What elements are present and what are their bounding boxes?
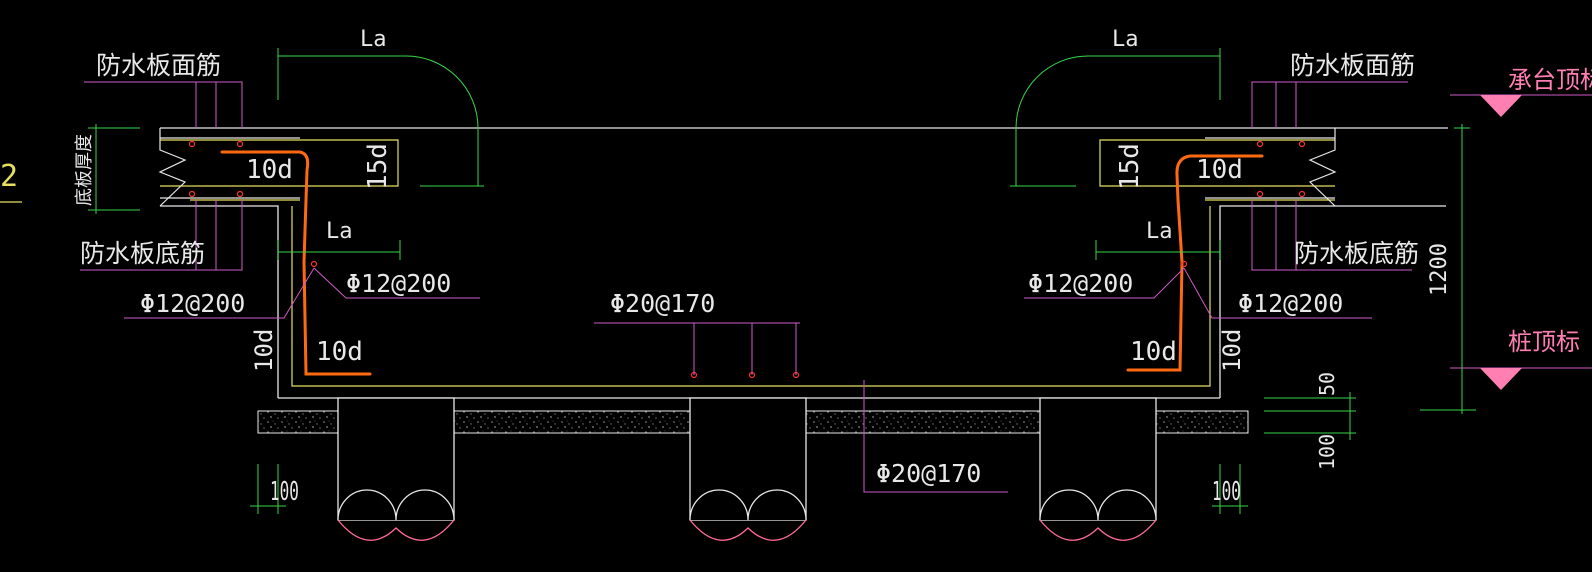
- slab-thickness-label: 底板厚度: [74, 134, 95, 206]
- face-rebar-label-right: 防水板面筋: [1290, 51, 1415, 80]
- side-rebar-label-right-lower: Φ12@200: [1238, 289, 1343, 318]
- dim-50: 50: [1315, 372, 1339, 396]
- dim-10d-vertical-right: 10d: [1218, 329, 1246, 372]
- la-label-mid-right: La: [1146, 219, 1173, 244]
- edge-fragment: 2: [0, 159, 18, 194]
- cap-top-elevation-label: 承台顶标: [1508, 66, 1592, 94]
- dim-15d-right: 15d: [1115, 143, 1145, 190]
- dim-10d-top-left: 10d: [246, 155, 293, 185]
- face-rebar-label-left: 防水板面筋: [96, 51, 221, 80]
- side-rebar-label-right-upper: Φ12@200: [1028, 269, 1133, 298]
- pile-break-symbol-icon: [158, 128, 1337, 207]
- pile-right: [1039, 397, 1157, 541]
- dim-100-left: 100: [270, 477, 299, 507]
- dim-100-right-vertical: 100: [1315, 434, 1339, 470]
- pile-middle: [689, 397, 807, 541]
- main-rebar-label-bottom: Φ20@170: [876, 459, 981, 488]
- la-label-mid-left: La: [326, 219, 353, 244]
- bottom-rebar-label-left: 防水板底筋: [80, 239, 205, 268]
- dim-15d-left: 15d: [363, 143, 393, 190]
- dim-10d-vertical-left: 10d: [250, 329, 278, 372]
- la-label-top-left: La: [360, 27, 387, 52]
- pile-left: [337, 397, 455, 541]
- dim-10d-bottom-right: 10d: [1130, 337, 1177, 367]
- elevation-triangle-icon: [1480, 95, 1522, 390]
- leader-lines: [80, 81, 1592, 493]
- dim-10d-bottom-left: 10d: [316, 337, 363, 367]
- dimension-lines: [88, 48, 1476, 514]
- main-rebar-label-middle: Φ20@170: [610, 289, 715, 318]
- bottom-rebar-label-right: 防水板底筋: [1294, 239, 1419, 268]
- dim-1200: 1200: [1427, 243, 1452, 296]
- highlighted-rebar: [220, 150, 1264, 376]
- side-rebar-label-left-lower: Φ12@200: [140, 289, 245, 318]
- dim-100-right: 100: [1212, 477, 1241, 507]
- side-rebar-label-left-upper: Φ12@200: [346, 269, 451, 298]
- inner-rebar-lines: [160, 139, 1335, 387]
- la-label-top-right: La: [1112, 27, 1139, 52]
- dim-10d-top-right: 10d: [1196, 155, 1243, 185]
- piles: [337, 397, 1157, 541]
- pile-top-elevation-label: 桩顶标: [1508, 328, 1580, 356]
